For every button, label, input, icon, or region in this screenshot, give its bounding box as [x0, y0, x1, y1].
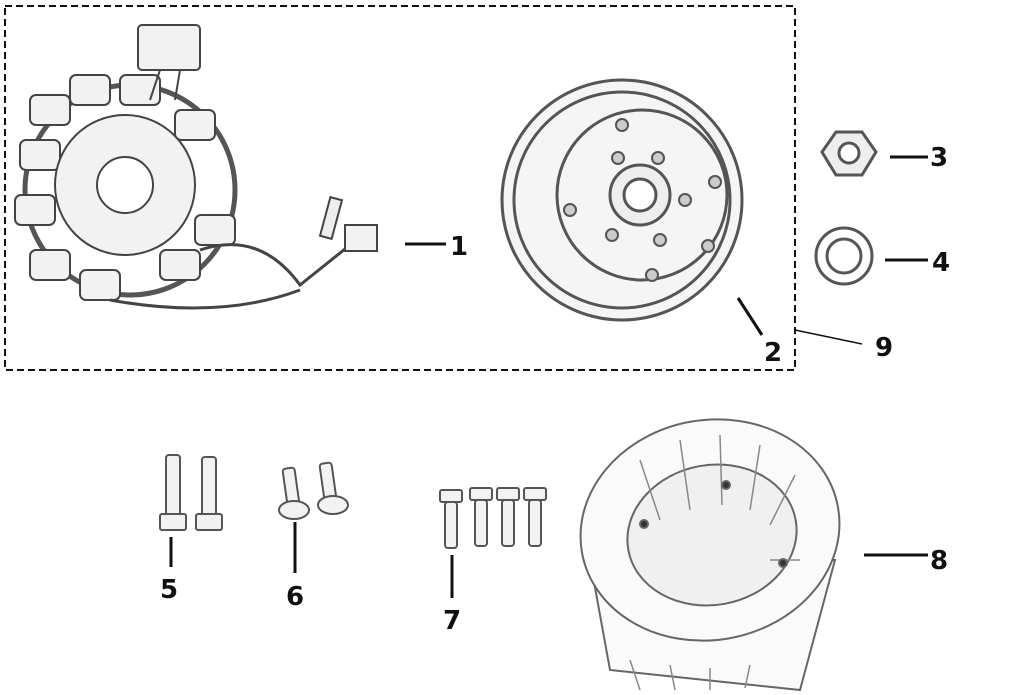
nut-drawing [820, 130, 878, 177]
leader-lines [169, 155, 928, 598]
bolts-7-drawing [439, 487, 547, 549]
screws-6-drawing [278, 461, 349, 520]
callout-6: 6 [286, 582, 305, 612]
callout-7: 7 [443, 606, 462, 636]
callout-9: 9 [875, 333, 894, 363]
callout-4: 4 [932, 248, 951, 278]
assembly-boundary [4, 5, 796, 371]
fan-drawing [579, 418, 841, 692]
callout-1: 1 [450, 232, 469, 262]
flywheel-drawing [500, 78, 744, 322]
callout-3: 3 [930, 143, 949, 173]
callout-5: 5 [160, 575, 179, 605]
callout-8: 8 [930, 546, 949, 576]
stator-drawing [14, 24, 378, 310]
callout-2: 2 [764, 338, 783, 368]
washer-drawing [814, 226, 874, 286]
bolts-5-drawing [159, 454, 223, 531]
